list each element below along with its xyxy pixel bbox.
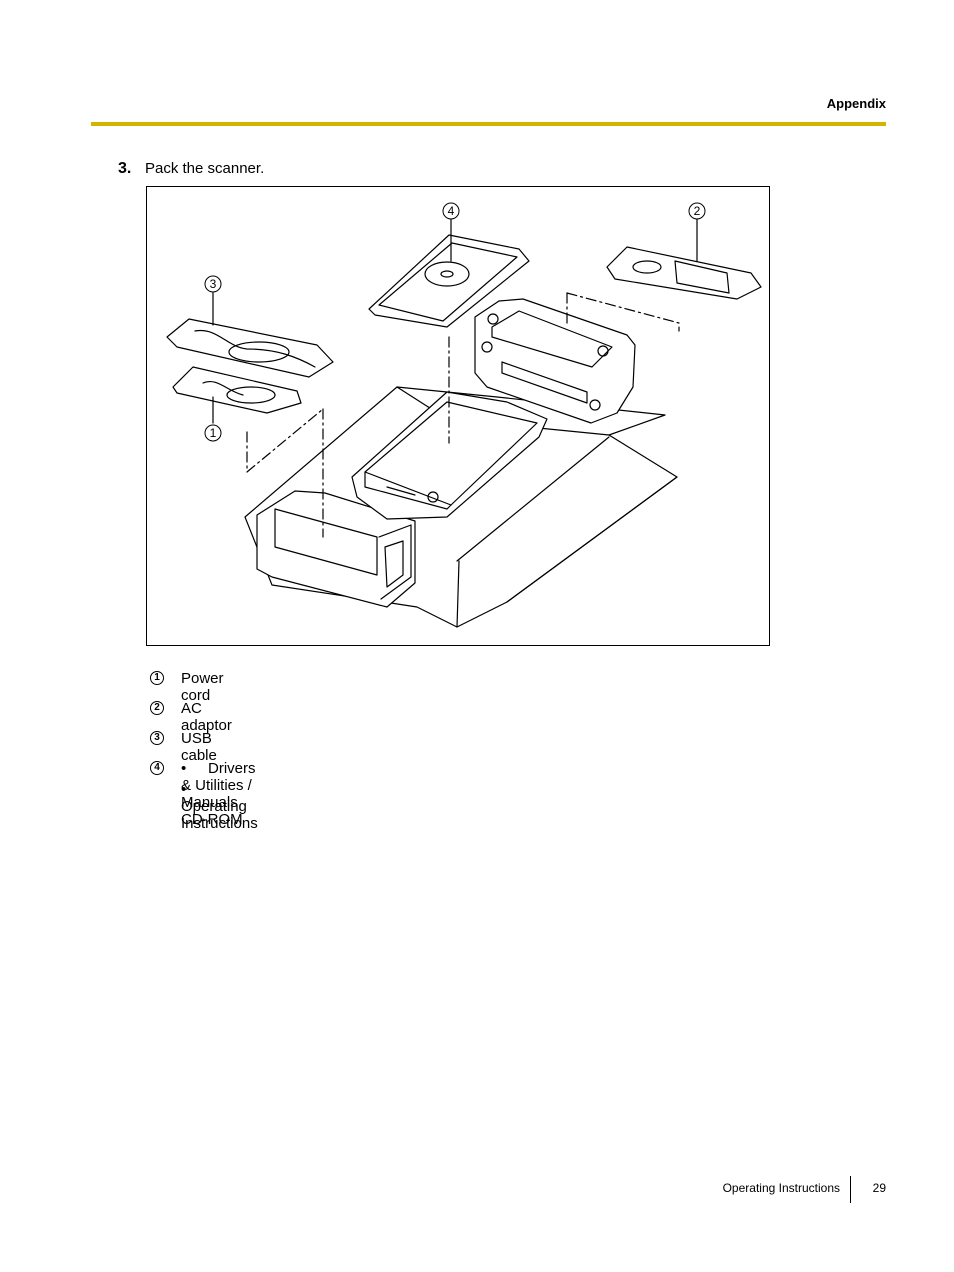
packing-illustration: 4 2 3 1 [146, 186, 770, 646]
bullet-glyph: • [181, 781, 187, 798]
list-item: •Operating Instructions [181, 781, 258, 832]
foam-insert-right [474, 298, 636, 424]
callout-1-marker [204, 424, 222, 442]
callout-4-marker [442, 202, 460, 220]
legend-label: Power cord [181, 670, 224, 704]
step-instruction: 3. Pack the scanner. [118, 160, 264, 178]
cd-rom-package [368, 234, 530, 328]
page-number: 29 [872, 1181, 886, 1195]
section-header: Appendix [826, 96, 886, 111]
callout-leaders [212, 218, 698, 424]
callout-3-marker [204, 275, 222, 293]
foam-insert-left [256, 490, 416, 608]
legend-label: USB cable [181, 730, 217, 764]
step-text: Pack the scanner. [145, 160, 265, 177]
bullet-text: Drivers & Utilities / Manuals CD-ROM [181, 760, 256, 828]
placement-guides [246, 292, 680, 538]
step-number: 3. [118, 160, 132, 177]
callout-3-label: 3 [210, 277, 217, 291]
bullet-text: Operating Instructions [181, 798, 258, 832]
power-cord-bag [172, 366, 302, 414]
legend-marker: 3 [150, 731, 164, 745]
callout-markers: 4 2 3 1 [204, 202, 706, 442]
footer-document-title: Operating Instructions [722, 1181, 840, 1195]
legend-marker: 1 [150, 671, 164, 685]
callout-2-label: 2 [694, 204, 701, 218]
footer-divider [850, 1176, 851, 1203]
legend-marker: 4 [150, 761, 164, 775]
callout-4-label: 4 [448, 204, 455, 218]
bullet-glyph: • [181, 760, 187, 777]
ac-adaptor-bag [606, 246, 762, 300]
list-item: •Drivers & Utilities / Manuals CD-ROM [181, 760, 258, 828]
header-rule [91, 122, 886, 126]
callout-1-label: 1 [210, 426, 217, 440]
scanner [351, 391, 548, 520]
legend-marker: 2 [150, 701, 164, 715]
legend-label: AC adaptor [181, 700, 232, 734]
callout-2-marker [688, 202, 706, 220]
usb-cable-bag [166, 318, 334, 378]
legend-bullet-list: •Drivers & Utilities / Manuals CD-ROM •O… [181, 760, 258, 832]
